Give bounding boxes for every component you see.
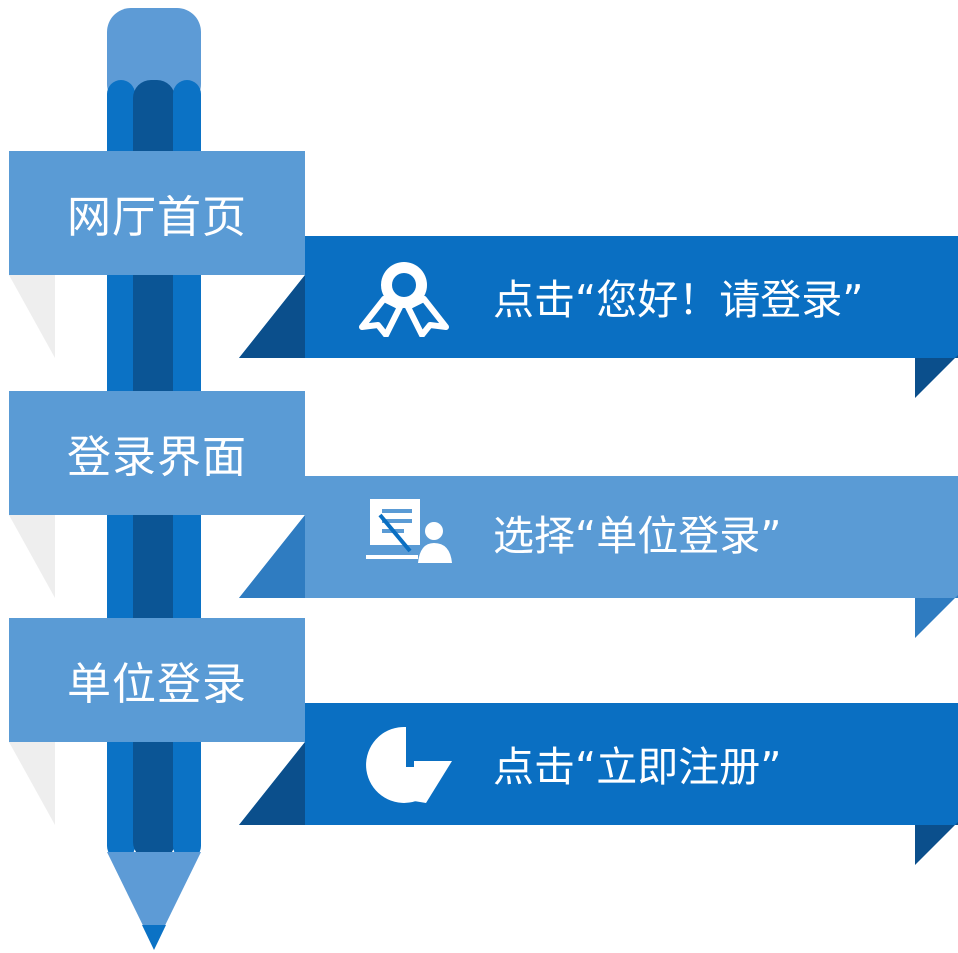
banner-1-fold-left — [239, 275, 305, 358]
shadow-2 — [9, 515, 55, 598]
step-1-action: 点击“您好！请登录” — [493, 276, 864, 324]
banner-3-fold-left — [239, 742, 305, 825]
pencil-lead — [142, 925, 166, 950]
award-ribbon-icon — [359, 262, 449, 337]
pencil-tip — [107, 852, 201, 948]
step-2-action: 选择“单位登录” — [493, 512, 782, 560]
step-2-label: 登录界面 — [9, 391, 305, 515]
banner-1-fold-right — [915, 355, 958, 398]
presentation-teacher-icon — [366, 499, 452, 563]
step-3-action: 点击“立即注册” — [493, 743, 782, 791]
shadow-1 — [9, 275, 55, 358]
pencil-eraser — [107, 8, 201, 108]
shadow-3 — [9, 742, 55, 825]
banner-3-fold-right — [915, 822, 958, 865]
banner-2-fold-right — [915, 595, 958, 638]
step-3-label: 单位登录 — [9, 618, 305, 742]
pie-chart-icon — [366, 726, 452, 803]
step-1-label: 网厅首页 — [9, 151, 305, 275]
banner-2-fold-left — [239, 515, 305, 598]
